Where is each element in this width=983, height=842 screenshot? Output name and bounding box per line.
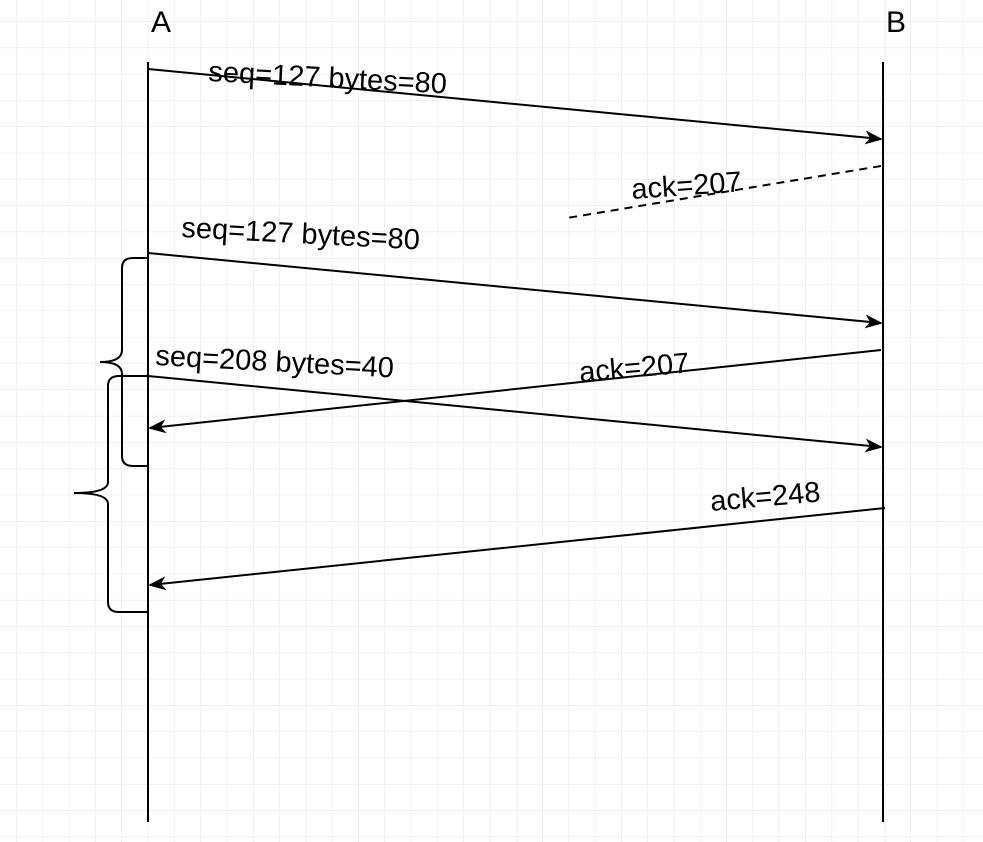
message-arrow-6 (148, 507, 886, 591)
message-arrow-3 (147, 252, 883, 329)
lifeline-b-label: B (886, 6, 906, 39)
lifeline-a-label: A (151, 6, 171, 39)
message-arrow-5 (147, 375, 883, 453)
message-label-2: ack=207 (630, 166, 742, 206)
message-arrow-4 (148, 349, 882, 434)
message-arrow-2 (566, 165, 882, 219)
timeout-brace-2 (73, 375, 148, 613)
message-arrow-1 (147, 68, 883, 145)
timeout-brace-1 (99, 257, 148, 467)
